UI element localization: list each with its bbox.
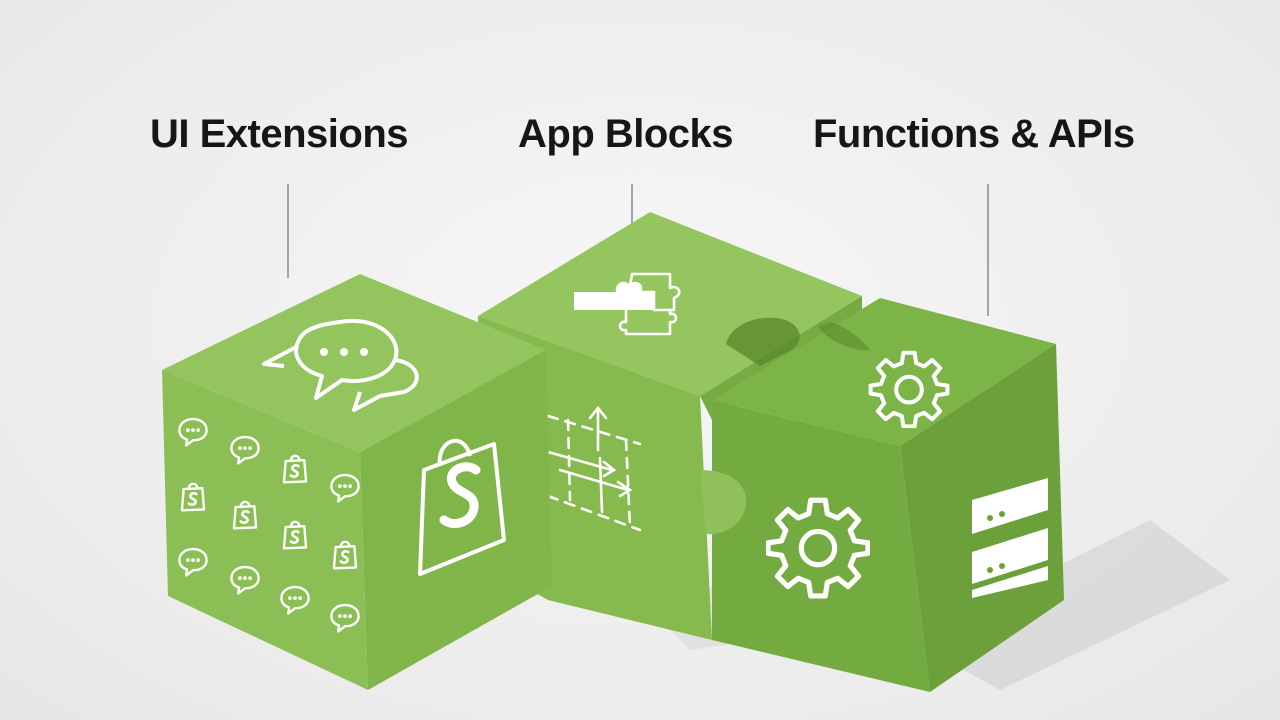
ui-extensions-block <box>162 274 552 690</box>
